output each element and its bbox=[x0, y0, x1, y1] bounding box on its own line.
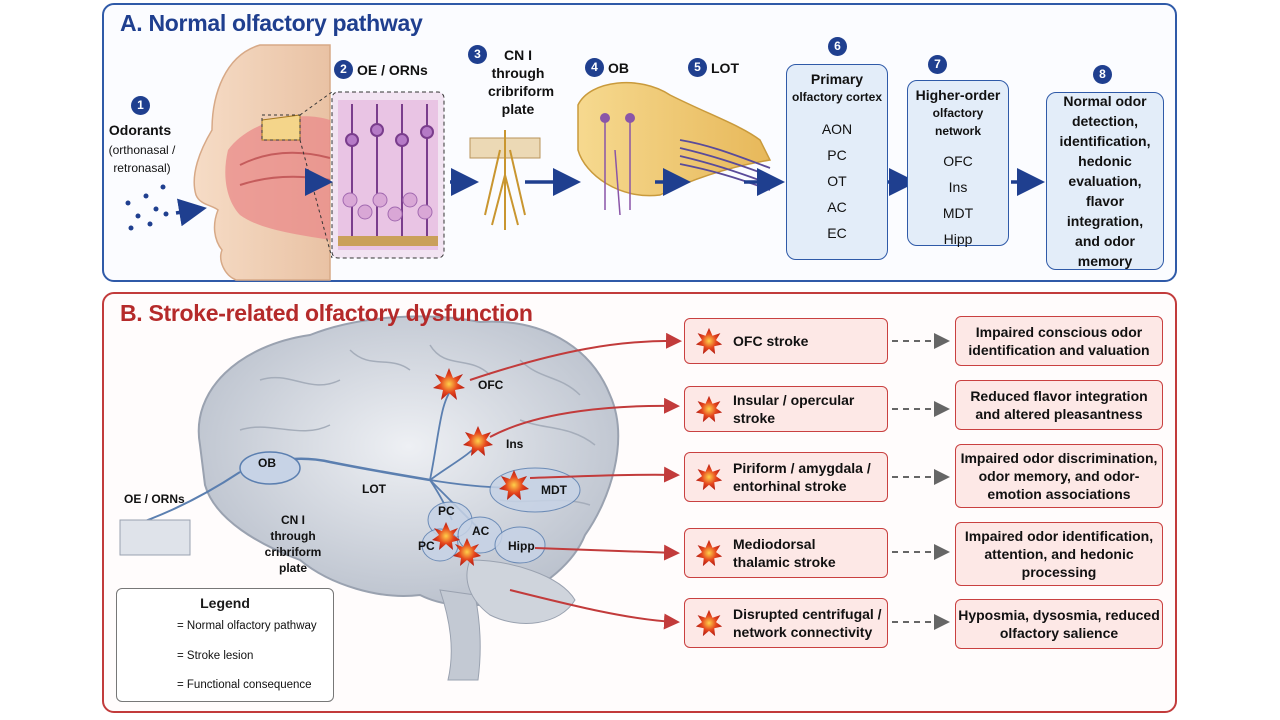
consequence-box-ofc: Impaired conscious odor identification a… bbox=[955, 316, 1163, 366]
stroke-label-insular: Insular / opercular stroke bbox=[733, 392, 855, 426]
lesion-pc bbox=[432, 522, 460, 550]
cribriform-illustration bbox=[469, 130, 541, 230]
brain-label-ofc: OFC bbox=[478, 378, 504, 392]
stroke-box-network: Disrupted centrifugal / network connecti… bbox=[684, 598, 888, 648]
stroke-box-ofc: OFC stroke bbox=[684, 318, 888, 364]
zoom-region bbox=[261, 114, 301, 141]
zoom-line-top bbox=[299, 91, 333, 116]
brain-label-hipp: Hipp bbox=[508, 539, 535, 553]
stroke-box-insular: Insular / opercular stroke bbox=[684, 386, 888, 432]
legend: Legend = Normal olfactory pathway = Stro… bbox=[116, 588, 334, 702]
lesion-ofc bbox=[433, 368, 465, 400]
step-3-label: CN I through cribriform plate bbox=[488, 47, 555, 117]
zoom-line-bottom bbox=[299, 139, 333, 259]
step-7-number: 7 bbox=[928, 55, 947, 74]
step-1-sub: (orthonasal / retronasal) bbox=[108, 143, 176, 175]
brain-label-pc-1: PC bbox=[438, 504, 455, 518]
stroke-lesion-icon bbox=[695, 463, 723, 491]
region-pc: PC bbox=[827, 147, 847, 163]
step-8-number: 8 bbox=[1093, 65, 1112, 84]
brain-label-ins: Ins bbox=[506, 437, 524, 451]
step-6-sub: olfactory cortex bbox=[791, 90, 883, 104]
brain-label-pc-2: PC bbox=[418, 539, 435, 553]
oe-orns-illustration bbox=[331, 91, 445, 259]
stroke-lesion-icon bbox=[695, 539, 723, 567]
region-aon: AON bbox=[821, 121, 853, 137]
legend-item-lesion: = Stroke lesion bbox=[177, 650, 254, 662]
primary-olfactory-cortex-box: Primary olfactory cortex AON PC OT AC EC bbox=[786, 64, 888, 260]
step-1-number: 1 bbox=[131, 96, 150, 115]
step-3-number: 3 bbox=[468, 45, 487, 64]
stroke-lesion-icon bbox=[695, 609, 723, 637]
brain-label-lot: LOT bbox=[362, 482, 386, 496]
legend-title: Legend bbox=[200, 595, 250, 611]
step-7-label: Higher-order bbox=[915, 87, 1001, 103]
brain-label-ac: AC bbox=[472, 524, 490, 538]
panel-a-title: A. Normal olfactory pathway bbox=[120, 10, 423, 36]
odorant-dots bbox=[125, 184, 169, 231]
step-5-label: LOT bbox=[711, 60, 739, 76]
region-ec: EC bbox=[827, 225, 847, 241]
consequence-arrows bbox=[892, 333, 950, 630]
step-8-label: Normal odor detection, identification, h… bbox=[1059, 93, 1151, 269]
olfactory-bulb-illustration bbox=[577, 82, 772, 216]
brain-label-cn: CN I through cribriform plate bbox=[264, 513, 322, 575]
stroke-lesion-icon bbox=[695, 395, 723, 423]
stroke-label-mediodorsal: Mediodorsal thalamic stroke bbox=[733, 536, 836, 570]
step-4-number: 4 bbox=[585, 58, 604, 77]
panel-b-title: B. Stroke-related olfactory dysfunction bbox=[120, 300, 533, 326]
step-6-label: Primary bbox=[810, 71, 864, 87]
consequence-box-piriform: Impaired odor discrimination, odor memor… bbox=[955, 444, 1163, 508]
stroke-label-network: Disrupted centrifugal / network connecti… bbox=[733, 606, 882, 640]
lesion-ac bbox=[453, 538, 481, 566]
brain-illustration bbox=[119, 315, 620, 681]
region-ac: AC bbox=[827, 199, 847, 215]
legend-item-pathway: = Normal olfactory pathway bbox=[177, 620, 317, 632]
step-6-number: 6 bbox=[828, 37, 847, 56]
stroke-box-piriform: Piriform / amygdala / entorhinal stroke bbox=[684, 452, 888, 502]
arrow-a-1 bbox=[175, 198, 207, 227]
legend-item-consequence: = Functional consequence bbox=[177, 679, 312, 691]
lesion-ins bbox=[463, 426, 493, 456]
stroke-label-ofc: OFC stroke bbox=[733, 333, 809, 349]
consequence-box-insular: Reduced flavor integration and altered p… bbox=[955, 380, 1163, 430]
region-ofc: OFC bbox=[943, 153, 973, 169]
normal-function-box: Normal odor detection, identification, h… bbox=[1046, 92, 1164, 270]
region-ins: Ins bbox=[948, 179, 968, 195]
face-illustration bbox=[193, 44, 331, 281]
stroke-connectors bbox=[469, 332, 682, 630]
consequence-box-network: Hyposmia, dysosmia, reduced olfactory sa… bbox=[955, 599, 1163, 649]
brain-label-oe-orns: OE / ORNs bbox=[124, 492, 185, 506]
pathway-a-arrows bbox=[175, 168, 1045, 227]
lesion-mdt bbox=[499, 470, 529, 500]
step-5-number: 5 bbox=[688, 58, 707, 77]
region-mdt: MDT bbox=[942, 205, 974, 221]
stroke-lesion-icon bbox=[695, 327, 723, 355]
region-ot: OT bbox=[827, 173, 847, 189]
step-4-label: OB bbox=[608, 60, 629, 76]
brain-label-mdt: MDT bbox=[541, 483, 567, 497]
higher-order-network-box: Higher-order olfactory network OFC Ins MD… bbox=[907, 80, 1009, 247]
region-hipp: Hipp bbox=[943, 231, 973, 247]
stroke-box-mediodorsal: Mediodorsal thalamic stroke bbox=[684, 528, 888, 578]
brain-lesions bbox=[432, 368, 529, 566]
consequence-box-mediodorsal: Impaired odor identification, attention,… bbox=[955, 522, 1163, 586]
stroke-label-piriform: Piriform / amygdala / entorhinal stroke bbox=[733, 460, 871, 494]
step-2-label: OE / ORNs bbox=[357, 62, 428, 78]
step-2-number: 2 bbox=[334, 60, 353, 79]
brain-label-ob: OB bbox=[258, 456, 276, 470]
step-7-sub: olfactory network bbox=[932, 106, 984, 138]
step-1-label: Odorants bbox=[108, 122, 172, 138]
